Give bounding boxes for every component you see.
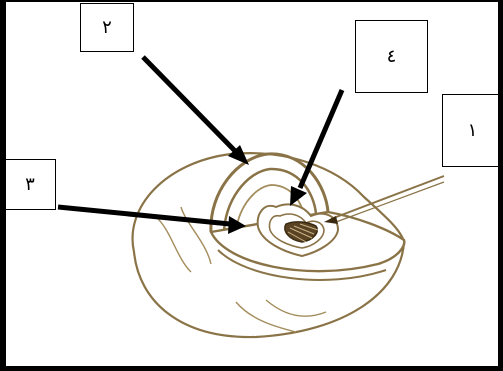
label-box-1: ١ [442,94,503,167]
label-3-text: ٣ [25,176,35,194]
arrow-4-shaft [300,90,342,188]
arrow-3-shaft [58,207,230,224]
pointer-line-1-shadow [336,182,444,222]
label-box-3: ٣ [4,159,56,210]
label-box-2: ٢ [80,3,134,52]
label-box-4: ٤ [355,20,428,93]
label-1-text: ١ [468,122,478,140]
arrow-4-head [290,186,307,206]
cut-fruit-illustration [6,2,503,371]
label-4-text: ٤ [387,48,397,66]
label-2-text: ٢ [102,19,112,37]
arrow-2-shaft [143,57,238,154]
